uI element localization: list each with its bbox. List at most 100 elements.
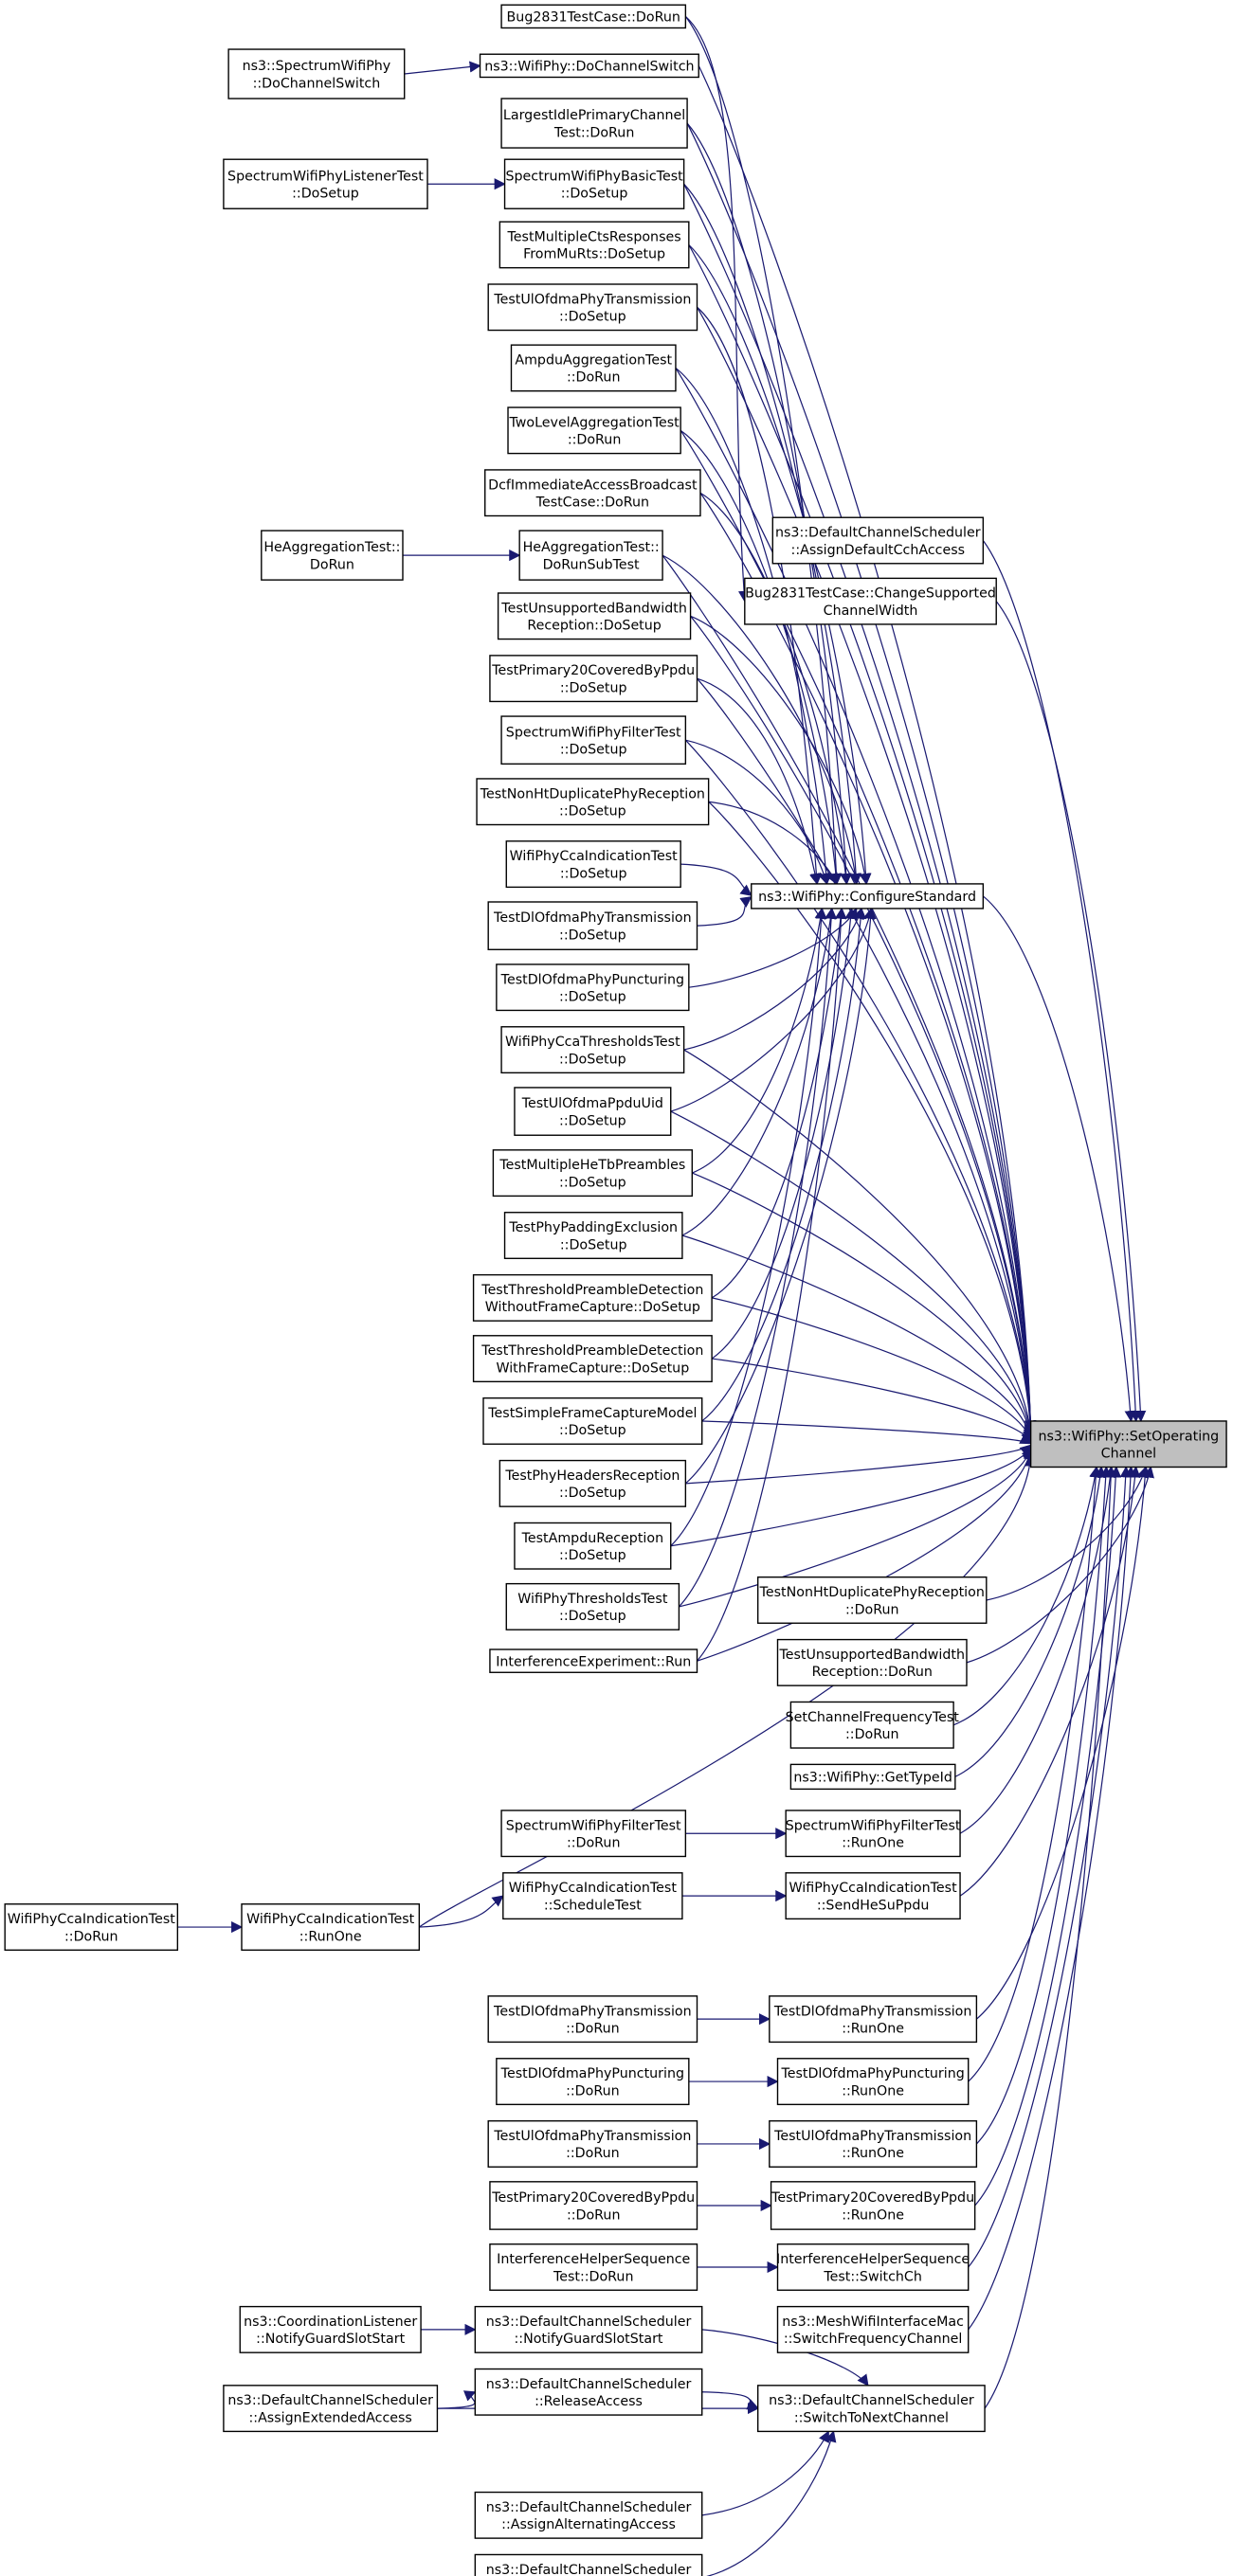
graph-node-heaggrun[interactable]: HeAggregationTest::DoRun (261, 530, 404, 581)
graph-node-nonhtsetup[interactable]: TestNonHtDuplicatePhyReception::DoSetup (476, 778, 710, 826)
graph-node-ccarunone[interactable]: WifiPhyCcaIndicationTest::RunOne (241, 1903, 421, 1952)
graph-node-filterrunone[interactable]: SpectrumWifiPhyFilterTest::RunOne (785, 1810, 961, 1858)
node-box (1029, 1420, 1227, 1468)
graph-node-headers[interactable]: TestPhyHeadersReception::DoSetup (499, 1459, 687, 1507)
graph-node-sdochsw[interactable]: ns3::SpectrumWifiPhy::DoChannelSwitch (227, 48, 406, 99)
edge-heaggsub-to-cfgstd (662, 554, 861, 886)
graph-node-setchfreq[interactable]: SetChannelFrequencyTest::DoRun (786, 1701, 960, 1749)
node-box (500, 4, 687, 29)
graph-node-notifyguard[interactable]: ns3::DefaultChannelScheduler::NotifyGuar… (474, 2305, 703, 2353)
graph-node-assignalt[interactable]: ns3::DefaultChannelScheduler::AssignAlte… (474, 2491, 703, 2539)
edge-assignalt-to-switchnext (701, 2430, 829, 2516)
graph-node-gettypeid[interactable]: ns3::WifiPhy::GetTypeId (789, 1763, 956, 1791)
graph-node-dltxrun[interactable]: TestDlOfdmaPhyTransmission::DoRun (487, 1995, 698, 2044)
node-label-line: SpectrumWifiPhyFilterTest (506, 725, 681, 740)
graph-node-coordl[interactable]: ns3::CoordinationListener::NotifyGuardSl… (239, 2305, 422, 2353)
node-box (487, 901, 698, 950)
node-label-line: WifiPhyCcaIndicationTest (510, 849, 679, 864)
graph-node-ccasend[interactable]: WifiPhyCcaIndicationTest::SendHeSuPpdu (785, 1872, 961, 1920)
graph-node-assignext[interactable]: ns3::DefaultChannelScheduler::AssignExte… (223, 2385, 439, 2433)
graph-node-p20setup[interactable]: TestPrimary20CoveredByPpdu::DoSetup (489, 655, 698, 703)
graph-node-ultxsetup[interactable]: TestUlOfdmaPhyTransmission::DoSetup (487, 283, 698, 332)
graph-node-ultxrun[interactable]: TestUlOfdmaPhyTransmission::DoRun (487, 2119, 698, 2168)
node-label-line: TestDlOfdmaPhyPuncturing (500, 972, 684, 987)
graph-node-heaggsub[interactable]: HeAggregationTest::DoRunSubTest (518, 530, 663, 581)
node-label-line: ns3::DefaultChannelScheduler (486, 2377, 692, 2392)
graph-node-p20run[interactable]: TestPrimary20CoveredByPpdu::DoRun (489, 2181, 698, 2230)
node-box (474, 2553, 703, 2576)
graph-node-assigndef[interactable]: ns3::DefaultChannelScheduler::AssignDefa… (771, 516, 985, 565)
node-label-line: SetChannelFrequencyTest (786, 1710, 960, 1725)
graph-node-ulppdu[interactable]: TestUlOfdmaPpduUid::DoSetup (514, 1087, 672, 1136)
graph-node-padding[interactable]: TestPhyPaddingExclusion::DoSetup (503, 1212, 683, 1259)
node-label-line: Channel (1101, 1447, 1156, 1462)
graph-node-assigncont[interactable]: ns3::DefaultChannelScheduler::AssignCont… (474, 2553, 703, 2576)
graph-node-interfexp[interactable]: InterferenceExperiment::Run (489, 1648, 698, 1673)
graph-node-ccadorun[interactable]: WifiPhyCcaIndicationTest::DoRun (4, 1903, 179, 1952)
graph-node-dltxsetup[interactable]: TestDlOfdmaPhyTransmission::DoSetup (487, 901, 698, 950)
node-label-line: WifiPhyCcaThresholdsTest (505, 1035, 680, 1050)
graph-node-ampdurx[interactable]: TestAmpduReception::DoSetup (514, 1522, 672, 1570)
graph-node-basic[interactable]: SpectrumWifiPhyBasicTest::DoSetup (503, 158, 685, 209)
graph-node-dlpuncone[interactable]: TestDlOfdmaPhyPuncturing::RunOne (776, 2058, 970, 2106)
graph-node-p20one[interactable]: TestPrimary20CoveredByPpdu::RunOne (770, 2181, 976, 2230)
node-box (507, 406, 681, 455)
graph-node-mesh[interactable]: ns3::MeshWifiInterfaceMac::SwitchFrequen… (776, 2305, 970, 2353)
graph-node-switchnext[interactable]: ns3::DefaultChannelScheduler::SwitchToNe… (756, 2385, 986, 2433)
graph-node-wdochsw[interactable]: ns3::WifiPhy::DoChannelSwitch (479, 53, 699, 79)
graph-node-filtersetup[interactable]: SpectrumWifiPhyFilterTest::DoSetup (500, 715, 687, 766)
graph-node-cfgstd[interactable]: ns3::WifiPhy::ConfigureStandard (751, 883, 985, 910)
graph-node-bugdorun[interactable]: Bug2831TestCase::DoRun (500, 4, 687, 29)
edge-thrwo-to-cfgstd (711, 907, 847, 1299)
edge-assignext-to-release (437, 2390, 477, 2409)
node-label-line: HeAggregationTest:: (523, 540, 660, 555)
node-label-line: ::RunOne (842, 2021, 904, 2036)
graph-node-multicts[interactable]: TestMultipleCtsResponsesFromMuRts::DoSet… (499, 221, 690, 269)
edge-unsupsetup-to-cfgstd (690, 615, 871, 886)
graph-node-listener[interactable]: SpectrumWifiPhyListenerTest::DoSetup (223, 158, 428, 209)
node-box (776, 2243, 970, 2291)
graph-node-dlpuncsetup[interactable]: TestDlOfdmaPhyPuncturing::DoSetup (496, 964, 690, 1012)
node-box (239, 2305, 422, 2353)
node-label-line: ::DoSetup (560, 866, 627, 881)
graph-node-hetb[interactable]: TestMultipleHeTbPreambles::DoSetup (492, 1149, 693, 1198)
node-label-line: ::RunOne (842, 1836, 904, 1851)
node-label-line: TestAmpduReception (521, 1531, 663, 1546)
node-label-line: ::DoRun (567, 2207, 621, 2223)
graph-node-thrwo[interactable]: TestThresholdPreambleDetectionWithoutFra… (472, 1273, 713, 1322)
graph-node-twolevel[interactable]: TwoLevelAggregationTest::DoRun (507, 406, 681, 455)
node-label-line: TestDlOfdmaPhyPuncturing (500, 2066, 684, 2081)
graph-node-thresholds[interactable]: WifiPhyThresholdsTest::DoSetup (505, 1582, 680, 1630)
graph-node-bugchange[interactable]: Bug2831TestCase::ChangeSupportedChannelW… (744, 577, 997, 625)
node-box (223, 158, 428, 209)
node-label-line: ::DoRun (566, 2146, 620, 2161)
graph-node-dltxone[interactable]: TestDlOfdmaPhyTransmission::RunOne (769, 1995, 978, 2044)
graph-node-dlpuncrun[interactable]: TestDlOfdmaPhyPuncturing::DoRun (496, 2058, 690, 2106)
node-label-line: ::DoRun (566, 2021, 620, 2036)
node-label-line: WifiPhyCcaIndicationTest (509, 1881, 678, 1896)
graph-node-simplefc[interactable]: TestSimpleFrameCaptureModel::DoSetup (482, 1396, 703, 1445)
graph-node-thrwith[interactable]: TestThresholdPreambleDetectionWithFrameC… (472, 1335, 713, 1383)
edge-nonhtsetup-to-cfgstd (708, 801, 838, 886)
graph-node-dcf[interactable]: DcfImmediateAccessBroadcastTestCase::DoR… (484, 469, 701, 517)
graph-node-release[interactable]: ns3::DefaultChannelScheduler::ReleaseAcc… (474, 2368, 703, 2416)
graph-node-ccasetup[interactable]: WifiPhyCcaIndicationTest::DoSetup (505, 840, 681, 889)
graph-node-ccasched[interactable]: WifiPhyCcaIndicationTest::ScheduleTest (502, 1872, 683, 1920)
node-label-line: ::RunOne (842, 2083, 904, 2099)
graph-node-unsupsetup[interactable]: TestUnsupportedBandwidthReception::DoSet… (497, 592, 692, 640)
graph-node-filterdorun[interactable]: SpectrumWifiPhyFilterTest::DoRun (500, 1810, 687, 1858)
graph-node-ultxone[interactable]: TestUlOfdmaPhyTransmission::RunOne (769, 2119, 978, 2168)
edge-setchfreq-to-setop (952, 1466, 1101, 1726)
graph-node-ampduagg[interactable]: AmpduAggregationTest::DoRun (510, 344, 677, 392)
node-label-line: ::AssignExtendedAccess (248, 2410, 411, 2425)
node-box (489, 655, 698, 703)
graph-node-ccathr[interactable]: WifiPhyCcaThresholdsTest::DoSetup (500, 1026, 685, 1074)
node-label-line: TestDlOfdmaPhyTransmission (493, 910, 692, 926)
node-label-line: TwoLevelAggregationTest (508, 415, 680, 430)
graph-node-nonhtrun[interactable]: TestNonHtDuplicatePhyReception::DoRun (756, 1576, 988, 1624)
